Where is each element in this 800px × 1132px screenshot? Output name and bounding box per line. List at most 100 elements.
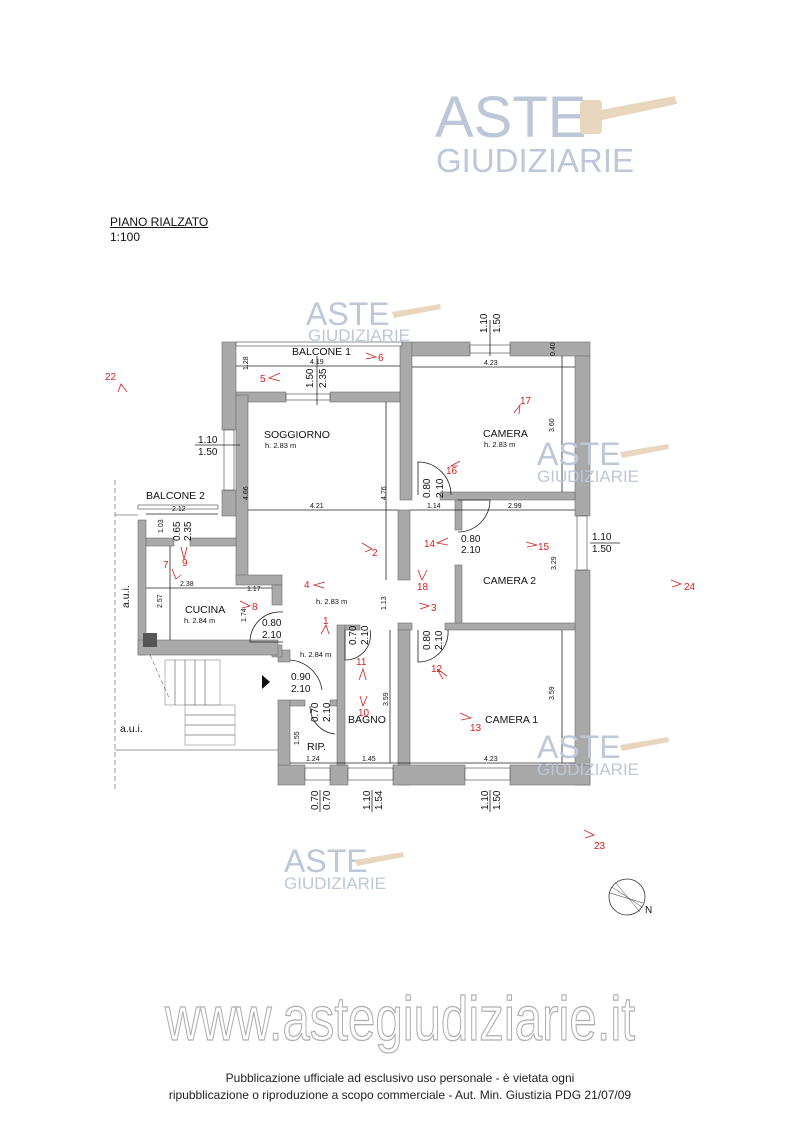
svg-text:24: 24	[684, 582, 696, 593]
dim: 1.10	[592, 532, 612, 543]
dim: 1.45	[362, 756, 376, 763]
room-label-soggiorno: SOGGIORNO	[264, 429, 330, 441]
plan-title: PIANO RIALZATO	[110, 215, 209, 229]
svg-text:14: 14	[424, 539, 436, 550]
dim: 1.17	[247, 586, 261, 593]
svg-text:18: 18	[417, 582, 429, 593]
dim: 2.99	[508, 503, 522, 510]
footer-line-1: Pubblicazione ufficiale ad esclusivo uso…	[225, 1071, 575, 1085]
dim: 4.19	[310, 359, 324, 366]
photo-marker: 1	[320, 616, 330, 635]
dim: 1.10	[198, 435, 218, 446]
photo-marker: 9	[180, 546, 188, 569]
photo-marker: 13	[459, 712, 482, 734]
dim: 4.23	[484, 360, 498, 367]
room-height: h. 2.83 m	[265, 441, 296, 450]
dim: 1.74	[241, 608, 248, 622]
photo-marker: 18	[417, 569, 429, 593]
dim: 2.38	[180, 581, 194, 588]
room-label-camera-1: CAMERA 1	[485, 714, 538, 726]
svg-text:3: 3	[431, 603, 437, 614]
svg-text:17: 17	[520, 396, 532, 407]
dim: 2.10	[435, 478, 446, 498]
compass-label: N	[645, 905, 652, 916]
dim: 2.10	[461, 545, 481, 556]
dim: 0.80	[422, 630, 433, 650]
dim: 2.35	[318, 368, 329, 388]
svg-text:4: 4	[304, 580, 310, 591]
dim: 1.10	[362, 790, 373, 810]
svg-text:13: 13	[470, 723, 482, 734]
dim: 1.14	[427, 503, 441, 510]
dim: 2.10	[322, 702, 333, 722]
dim: 0.80	[422, 478, 433, 498]
dim: 2.10	[291, 684, 311, 695]
photo-marker: 17	[513, 396, 532, 415]
dim: 1.50	[198, 447, 218, 458]
watermark-logo: ASTE GIUDIZIARIE	[306, 296, 441, 345]
room-label-camera: CAMERA	[483, 428, 528, 440]
watermark-logo: ASTE GIUDIZIARIE	[537, 729, 669, 779]
svg-text:GIUDIZIARIE: GIUDIZIARIE	[537, 760, 639, 779]
dim: 1.55	[294, 731, 301, 745]
dim: 0.70	[348, 625, 359, 645]
dim: 0.70	[310, 790, 321, 810]
dim: 2.10	[434, 630, 445, 650]
room-label-cucina: CUCINA	[185, 604, 225, 616]
dim: 2.35	[183, 521, 194, 541]
photo-markers: 1 2 3 4 5 6 7 8 9 10 11 12 13 14 15 16 1…	[105, 352, 696, 852]
watermark-logo: ASTE GIUDIZIARIE	[284, 843, 404, 893]
dim: 1.28	[243, 356, 250, 370]
walls	[137, 341, 591, 786]
photo-marker: 4	[304, 580, 326, 591]
svg-text:2: 2	[372, 548, 378, 559]
room-height: h. 2.84 m	[300, 650, 331, 659]
dim: 0.65	[172, 521, 183, 541]
photo-marker: 11	[356, 657, 367, 681]
photo-marker: 2	[361, 542, 378, 559]
svg-text:16: 16	[446, 466, 458, 477]
svg-text:1: 1	[323, 616, 329, 627]
dim: 1.24	[306, 756, 320, 763]
svg-text:12: 12	[431, 664, 443, 675]
doors	[249, 461, 491, 735]
photo-marker: 3	[418, 602, 437, 614]
svg-text:ASTE: ASTE	[284, 843, 368, 879]
stairs	[149, 654, 236, 746]
watermark-logo-top: ASTE GIUDIZIARIE	[435, 85, 677, 179]
dim: 4.76	[381, 486, 388, 500]
room-height: h. 2.83 m	[484, 440, 515, 449]
dim: 0.70	[322, 790, 333, 810]
room-label-ripostiglio: RIP.	[307, 741, 326, 753]
dim: 2.10	[360, 625, 371, 645]
dim: 2.12	[172, 506, 186, 513]
dim: 3.60	[549, 418, 556, 432]
dimension-lines	[146, 320, 620, 812]
svg-text:22: 22	[105, 372, 117, 383]
dim: 4.66	[243, 486, 250, 500]
watermark-text: GIUDIZIARIE	[436, 142, 634, 179]
watermark-url: www.astegiudiziarie.it	[164, 985, 635, 1054]
dim: 3.29	[551, 556, 558, 570]
photo-marker: 5	[260, 372, 281, 385]
svg-text:GIUDIZIARIE: GIUDIZIARIE	[308, 326, 410, 345]
svg-text:10: 10	[358, 708, 370, 719]
entrance-arrow-icon	[262, 675, 270, 689]
photo-marker: 14	[424, 537, 449, 550]
dim: 0.70	[310, 702, 321, 722]
dim: 1.54	[374, 790, 385, 810]
room-label-bagno: BAGNO	[348, 714, 386, 726]
north-compass-icon: N	[608, 878, 652, 916]
dim: 1.50	[305, 368, 316, 388]
dim: 0.90	[291, 672, 311, 683]
svg-text:15: 15	[538, 542, 550, 553]
photo-marker: 15	[525, 541, 550, 553]
svg-text:ASTE: ASTE	[537, 729, 621, 765]
dim: 0.80	[461, 534, 481, 545]
label-aui: a.u.i.	[120, 585, 132, 608]
svg-text:ASTE: ASTE	[306, 296, 390, 332]
dim: 4.21	[310, 503, 324, 510]
dim: 3.59	[549, 686, 556, 700]
dim: 0.40	[550, 342, 557, 356]
